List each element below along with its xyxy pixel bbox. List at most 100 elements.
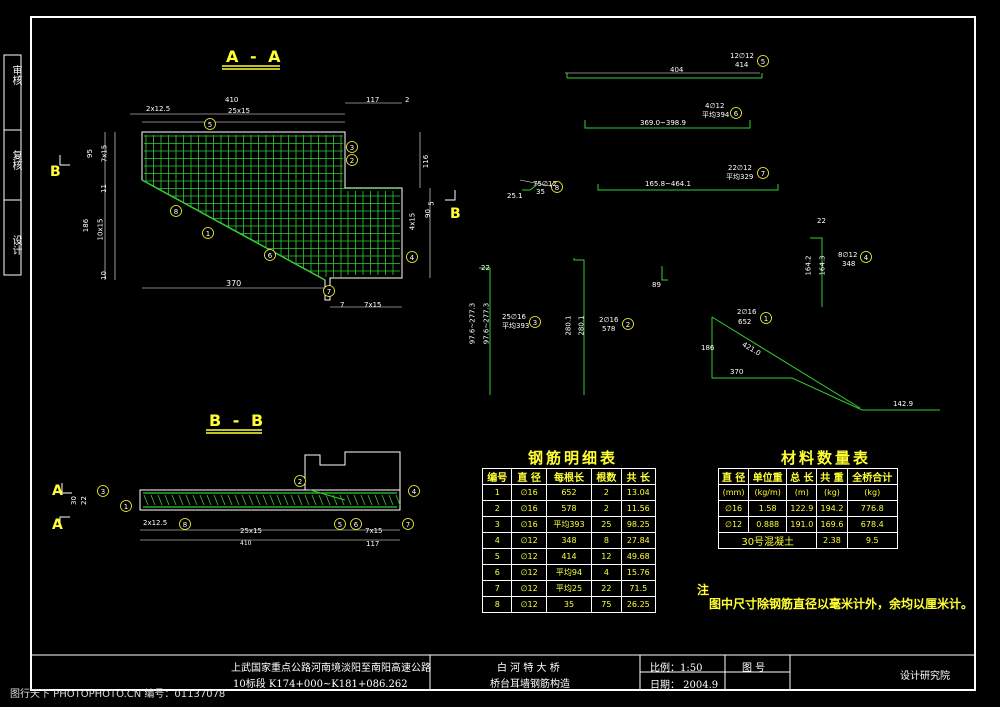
bb-stirrup [206, 494, 212, 506]
callout-circle [730, 107, 742, 119]
callout-number: 4 [410, 254, 415, 262]
rebar-table-cell: ∅12 [511, 564, 547, 581]
header-diameter: 直 径 [511, 468, 547, 485]
date-label: 日期： 2004.9 [650, 680, 719, 691]
callout-circle [622, 318, 634, 330]
r6-count: 4∅12 [705, 102, 725, 110]
rebar-table-cell: 平均393 [545, 516, 593, 533]
mat-header-bridge-total: 全桥合计 [846, 468, 899, 485]
material-unit-cell: (mm) [717, 484, 750, 501]
callout-number: 3 [533, 319, 537, 327]
material-unit-cell: (m) [786, 484, 818, 501]
r3-height-2: 97.6~277.3 [482, 302, 491, 345]
callout-number: 3 [101, 488, 105, 496]
rebar-table-cell: 652 [545, 484, 593, 501]
callout-circle [334, 518, 346, 530]
callout-circle [408, 485, 420, 497]
figure-number-label: 图 号 [742, 663, 766, 674]
concrete-total: 9.5 [846, 532, 899, 549]
bb-stirrup [192, 494, 198, 506]
bb-stirrup [199, 494, 205, 506]
material-table-cell: 1.58 [748, 500, 788, 517]
aa-section-title: A - A [226, 47, 284, 66]
material-table-cell: 122.9 [786, 500, 818, 517]
bb-stirrup [248, 494, 254, 506]
dim-116: 116 [422, 154, 431, 169]
bb-stirrup [374, 494, 380, 506]
r2-count: 2∅16 [599, 316, 619, 324]
bridge-name: 白 河 特 大 桥 [497, 663, 560, 674]
rebar-table-cell: 2 [591, 500, 622, 517]
bb-stirrup [395, 494, 401, 506]
rebar-table-cell: 平均94 [545, 564, 593, 581]
callout-circle [757, 55, 769, 67]
r2-height-2: 280.1 [577, 315, 586, 336]
dim-4x15: 4x15 [408, 212, 417, 231]
callout-circle [170, 205, 182, 217]
r5-span: 404 [670, 66, 684, 74]
callout-number: 7 [327, 288, 331, 296]
callout-circle [202, 227, 214, 239]
r1-length: 652 [738, 318, 752, 326]
callout-number: 1 [206, 230, 210, 238]
bb-stirrup [143, 494, 149, 506]
rebar-detail-shapes [479, 73, 940, 411]
dim-25x15: 25x15 [228, 107, 250, 115]
r1-end: 142.9 [893, 400, 914, 408]
bb-stirrup [318, 494, 324, 506]
callout-circle [529, 316, 541, 328]
r7-length: 平均329 [726, 173, 754, 181]
rebar-table-cell: 5 [481, 548, 513, 565]
dim-7x15: 7x15 [100, 144, 109, 163]
r4-height-1: 164.2 [804, 255, 813, 276]
rebar-table-cell: ∅12 [511, 548, 547, 565]
bb-stirrup [332, 494, 338, 506]
r6-length: 平均394 [702, 111, 730, 119]
rebar-table-cell: 75 [591, 596, 622, 613]
material-table-cell: 678.4 [846, 516, 899, 533]
rebar-table-cell: 35 [545, 596, 593, 613]
bb-dim-410: 410 [240, 540, 252, 547]
mat-header-unit-weight: 单位重 [748, 468, 788, 485]
r6-span: 369.0~398.9 [640, 119, 686, 127]
rebar-table-cell: ∅16 [511, 484, 547, 501]
bb-dim-25x15: 25x15 [240, 527, 262, 535]
rebar-table-cell: 98.25 [620, 516, 657, 533]
rebar-table-cell: 4 [481, 532, 513, 549]
material-table-cell: 776.8 [846, 500, 899, 517]
rebar-table-cell: 平均25 [545, 580, 593, 597]
aa-rebar-mesh [143, 135, 400, 277]
callout-circle [179, 518, 191, 530]
bb-stirrup [220, 494, 226, 506]
institute-name: 设计研究院 [900, 671, 950, 682]
dim-117: 117 [366, 96, 380, 104]
material-table-header: 直 径 单位重 总 长 共 重 全桥合计 [717, 468, 899, 485]
material-table-cell: 194.2 [816, 500, 848, 517]
material-units-row: (mm)(kg/m)(m)(kg)(kg) [717, 484, 899, 501]
callout-number: 2 [350, 157, 354, 165]
dim-95: 95 [85, 149, 94, 158]
callout-number: 6 [268, 252, 273, 260]
section-mark-a-bottom: A [52, 517, 63, 533]
rebar-table-cell: 7 [481, 580, 513, 597]
note-label: 注 [697, 583, 710, 597]
rebar-table-cell: 348 [545, 532, 593, 549]
callout-circle [204, 118, 216, 130]
callout-circle [551, 181, 563, 193]
callout-circle [860, 251, 872, 263]
project-name: 上武国家重点公路河南境淡阳至南阳高速公路 [231, 663, 431, 674]
bb-section [139, 451, 401, 541]
rebar-table-cell: 4 [591, 564, 622, 581]
rebar-table-cell: 11.56 [620, 500, 657, 517]
bb-stirrup [304, 494, 310, 506]
bb-stirrup [164, 494, 170, 506]
material-table-title: 材料数量表 [781, 449, 872, 467]
dim-7x15-bottom: 7x15 [364, 301, 382, 309]
material-table-cell: ∅16 [717, 500, 750, 517]
dim-10: 10 [99, 271, 108, 280]
concrete-value: 2.38 [816, 532, 848, 549]
concrete-row: 30号混凝土 2.38 9.5 [717, 532, 899, 549]
